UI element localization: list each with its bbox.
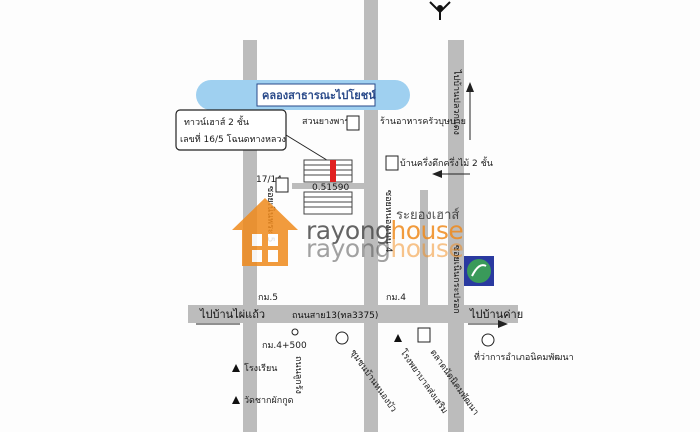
callout-line2: เลขที่ 16/5 โฉนดทางหลวง xyxy=(180,132,286,145)
house-icon xyxy=(385,155,399,171)
townhouse-block xyxy=(303,159,353,215)
road-branch xyxy=(292,183,364,189)
village-icon xyxy=(335,331,349,345)
restaurant-icon xyxy=(346,115,360,131)
road-right xyxy=(448,40,464,432)
temple-label: วัดชากผักกูด xyxy=(244,396,294,406)
watermark: rayonghouse rayonghouse ระยองเฮาส์ xyxy=(230,192,490,282)
property-marker xyxy=(330,160,336,182)
km5-label: กม.5 xyxy=(258,293,278,303)
logo-icon xyxy=(464,256,494,286)
km4-label: กม.4 xyxy=(386,293,406,303)
house-2fl-label: บ้านครึ่งตึกครึ่งไม้ 2 ชั้น xyxy=(400,156,493,169)
school-icon xyxy=(232,364,240,372)
soi-right-label: ซอยเนินกระปรอก xyxy=(451,245,462,314)
office-label: ที่ว่าการอำเภอนิคมพัฒนา xyxy=(474,350,574,363)
to-left-label: ไปบ้านไผ่แถ้ว xyxy=(199,308,265,321)
callout-line1: ทาวน์เฮาส์ 2 ชั้น xyxy=(184,115,249,128)
to-top-right-label: ไปบ้านปลวกแดง xyxy=(451,69,462,135)
restaurant-label: ร้านอาหารครัวบุษบาย xyxy=(380,116,466,127)
watermark-brand-shadow: rayonghouse xyxy=(306,234,464,263)
health-icon xyxy=(394,334,402,342)
school-label: โรงเรียน xyxy=(244,363,277,374)
arrow-head-left xyxy=(432,170,442,178)
rubber-garden-label: สวนยางพารา xyxy=(302,117,354,127)
arrow-up-head xyxy=(466,82,474,92)
main-road-label: ถนนสาย13(ทล3375) xyxy=(292,311,378,321)
soi4-label: ซอยหนองเนน 4 xyxy=(383,190,393,253)
plot-icon xyxy=(275,177,289,193)
canal-label: คลองสาธารณะไปโยชน์ xyxy=(262,88,376,102)
lot-number: 0.51590 xyxy=(312,183,349,193)
market-icon xyxy=(417,327,431,343)
canal-label-box xyxy=(256,83,376,107)
road-main-13 xyxy=(188,305,518,323)
road-soi-mid xyxy=(420,190,428,305)
compass-icon xyxy=(429,1,451,20)
office-icon xyxy=(481,333,495,347)
callout-box xyxy=(175,109,287,151)
watermark-thai: ระยองเฮาส์ xyxy=(396,208,460,223)
watermark-brand: rayonghouse xyxy=(306,216,464,245)
plot-number: 17/14 xyxy=(256,175,282,185)
watermark-house-icon xyxy=(232,198,298,266)
km500-label: กม.4+500 xyxy=(262,341,307,351)
temple-icon xyxy=(232,396,240,404)
road-small-label: ถนนลูกรัง xyxy=(293,356,303,394)
arrow-right-head xyxy=(498,320,508,328)
to-right-label: ไปบ้านค่าย xyxy=(469,308,523,321)
km500-marker xyxy=(291,328,299,336)
